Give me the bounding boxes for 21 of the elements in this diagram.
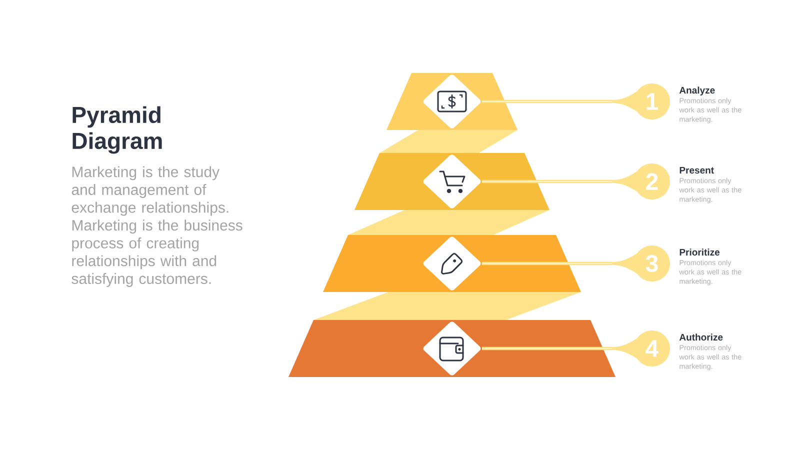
step-heading: Present (680, 166, 714, 174)
connector-line (482, 180, 612, 184)
slanted-band (348, 210, 550, 235)
number-badge: 2 (610, 164, 670, 200)
title: Pyramid Diagram (72, 106, 162, 154)
connector-line (482, 100, 612, 104)
step-heading: Prioritize (680, 248, 720, 256)
icon-diamond (423, 322, 481, 376)
number-badge: 4 (610, 330, 670, 366)
step-heading: Authorize (679, 334, 723, 341)
icon-diamond (423, 74, 481, 128)
number-badge: 1 (610, 84, 670, 120)
step-heading: Analyze (679, 86, 715, 96)
icon-diamond (423, 236, 481, 290)
slanted-band (380, 130, 518, 153)
paragraph: Marketing is the study and management of exchange relationships. Marketing is the business process of creating relationships with and satisfying customers. (72, 166, 242, 287)
connector-line (482, 262, 612, 266)
slanted-band (314, 292, 581, 320)
number-badge: 3 (610, 246, 670, 282)
icon-diamond (423, 154, 481, 208)
connector-line (482, 346, 612, 350)
